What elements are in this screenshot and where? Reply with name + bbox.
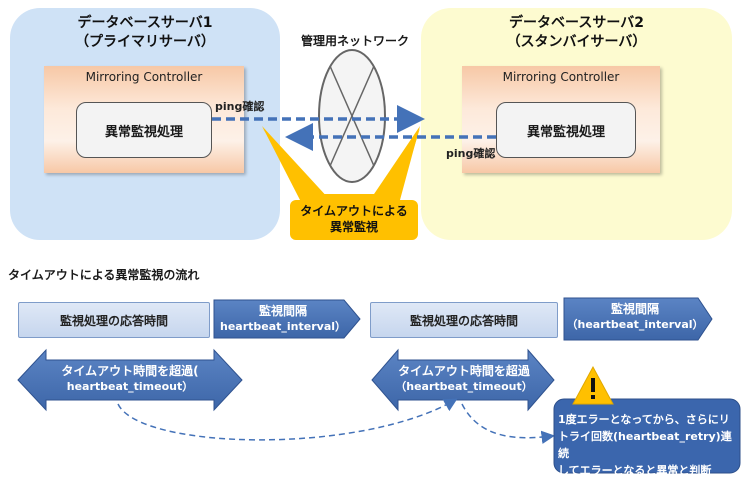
warning-line-1: 1度エラーとなってから、さらにリ — [558, 413, 730, 426]
timeout-param-1: heartbeat_timeout） — [66, 380, 194, 393]
timeout-title-1: タイムアウト時間を超過( — [61, 364, 199, 378]
timeout-callout-box — [290, 200, 418, 240]
response-time-bar-1: 監視処理の応答時間 — [18, 302, 210, 338]
interval-param-1: heartbeat_interval） — [219, 320, 347, 333]
network-diagram — [212, 49, 496, 240]
network-label: 管理用ネットワーク — [300, 34, 409, 48]
standby-monitor-process: 異常監視処理 — [496, 102, 636, 158]
warning-line-2: トライ回数(heartbeat_retry)連続 — [558, 430, 732, 460]
flow-title: タイムアウトによる異常監視の流れ — [8, 268, 200, 282]
primary-server-name: データベースサーバ1 — [77, 15, 213, 31]
interval-text-1: 監視間隔 heartbeat_interval） — [216, 304, 350, 334]
interval-arrow-1 — [213, 299, 361, 339]
primary-process-label: 異常監視処理 — [104, 124, 183, 140]
interval-text-2: 監視間隔 （heartbeat_interval） — [562, 302, 708, 332]
timeout-callout-text: タイムアウトによる 異常監視 — [290, 203, 418, 235]
warning-note-text: 1度エラーとなってから、さらにリ トライ回数(heartbeat_retry)連… — [556, 411, 742, 479]
timeout-arrow-2 — [371, 348, 555, 412]
timeout-param-2: （heartbeat_timeout） — [395, 380, 533, 393]
ping-label-standby: ping確認 — [446, 147, 496, 160]
response-time-bar-2: 監視処理の応答時間 — [370, 302, 558, 338]
interval-title-1: 監視間隔 — [258, 304, 307, 318]
interval-arrow-2 — [563, 297, 713, 341]
primary-server-title: データベースサーバ1 （プライマリサーバ） — [10, 14, 280, 52]
standby-server-role: （スタンバイサーバ） — [506, 34, 647, 50]
warning-icon — [572, 365, 614, 405]
response-time-label-2: 監視処理の応答時間 — [409, 313, 518, 328]
interval-title-2: 監視間隔 — [610, 302, 659, 316]
timeout-text-2: タイムアウト時間を超過 （heartbeat_timeout） — [394, 364, 534, 394]
network-cross-2 — [329, 65, 375, 167]
primary-server-role: （プライマリサーバ） — [75, 34, 215, 50]
response-time-label-1: 監視処理の応答時間 — [59, 313, 168, 328]
primary-monitor-process: 異常監視処理 — [76, 102, 212, 158]
callout-line-2: 異常監視 — [329, 220, 378, 234]
timeout-callout-pointer-right — [370, 126, 420, 200]
standby-server-title: データベースサーバ2 （スタンバイサーバ） — [421, 14, 732, 52]
standby-mc-label: Mirroring Controller — [502, 70, 620, 84]
warning-line-3: してエラーとなると異常と判断 — [558, 464, 712, 477]
ping-label-primary: ping確認 — [215, 100, 265, 113]
timeout-callout-pointer-left — [262, 126, 330, 200]
warning-note-box — [553, 398, 741, 474]
timeout-text-1: タイムアウト時間を超過( heartbeat_timeout） — [40, 364, 220, 394]
primary-mc-label: Mirroring Controller — [85, 70, 203, 84]
standby-server-name: データベースサーバ2 — [509, 15, 644, 31]
callout-line-1: タイムアウトによる — [300, 204, 408, 218]
timeout-title-2: タイムアウト時間を超過 — [398, 364, 530, 378]
timeout-arrow-1 — [17, 348, 243, 412]
standby-process-label: 異常監視処理 — [526, 124, 605, 140]
retry-curve-2 — [461, 403, 555, 444]
timeline-diagram — [17, 297, 741, 474]
retry-curve-1 — [117, 398, 458, 441]
interval-param-2: （heartbeat_interval） — [566, 318, 704, 331]
